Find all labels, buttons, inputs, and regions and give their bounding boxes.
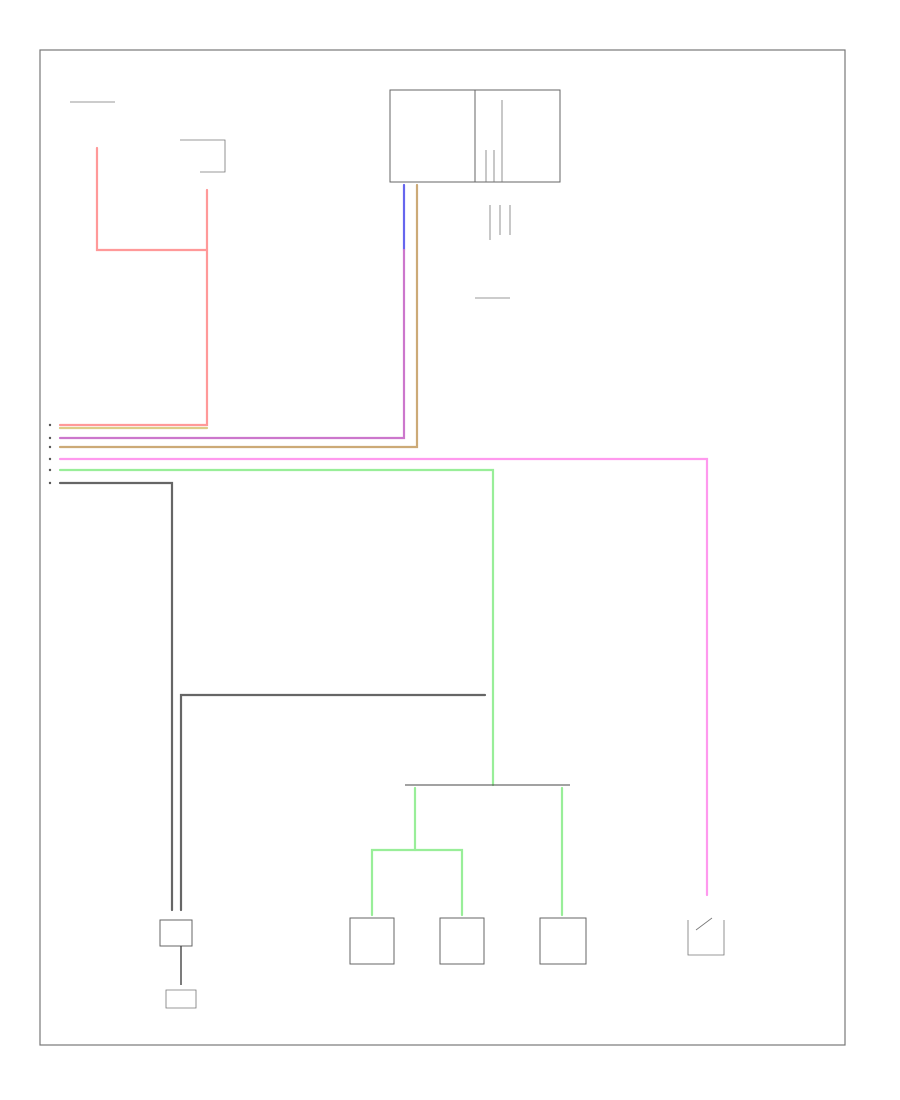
switch-upper-box (159, 919, 193, 947)
wire-green-split (370, 848, 464, 917)
wire-pink (58, 457, 709, 897)
wire-gray-main (58, 481, 174, 912)
module-left-box (389, 89, 476, 183)
wire-red-fuse (58, 188, 209, 427)
harness-pins (48, 423, 52, 485)
switch-lower-body (165, 989, 197, 1009)
module-right-box (474, 89, 561, 183)
component-3-box (539, 917, 587, 965)
wire-red-battery (95, 146, 209, 252)
wire-purple (58, 248, 406, 440)
wire-gray-branch (179, 693, 487, 912)
connector-stubs (475, 205, 511, 299)
diagram-frame (39, 49, 846, 1046)
fuse-panel-block (180, 139, 226, 173)
component-2-box (439, 917, 485, 965)
wire-tan (58, 183, 419, 449)
component-1-box (349, 917, 395, 965)
component-4-switch (687, 917, 725, 956)
wire-green-main (58, 468, 495, 787)
